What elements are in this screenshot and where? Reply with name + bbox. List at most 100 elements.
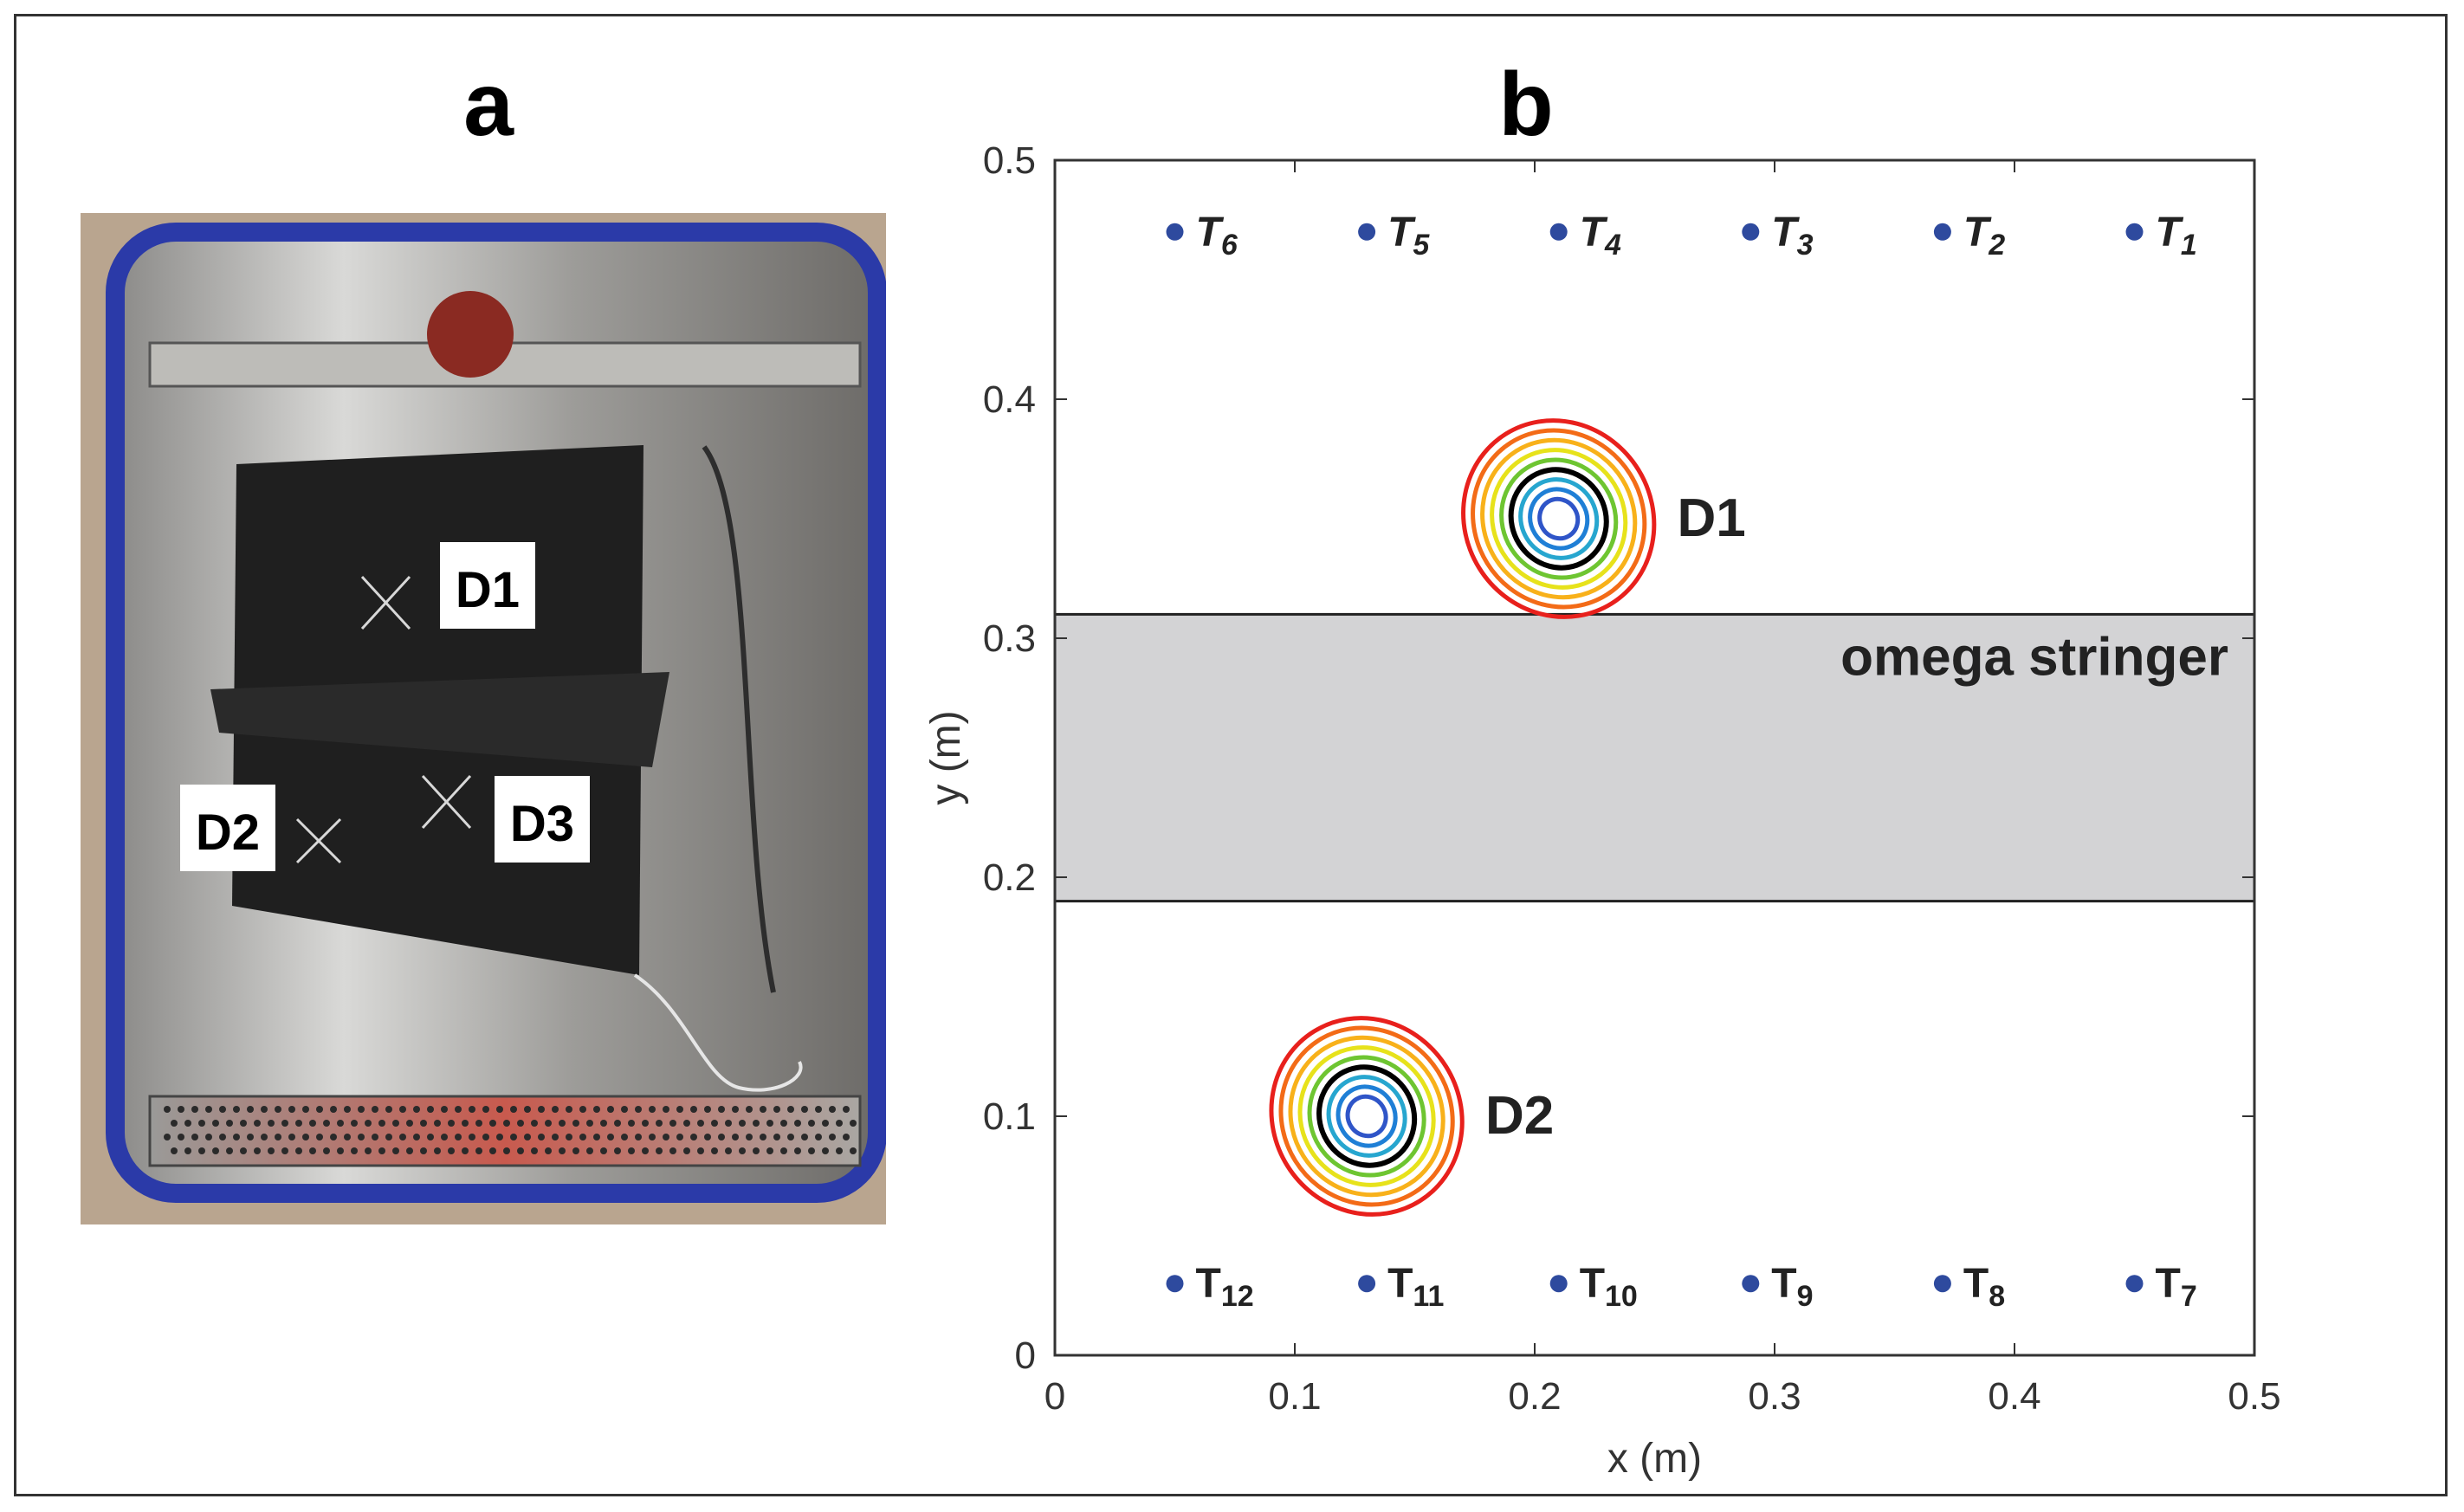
x-tick-label: 0.3 (1748, 1375, 1801, 1418)
grille-hole (766, 1120, 773, 1127)
photo-label-d2: D2 (180, 785, 275, 871)
grille-hole (198, 1147, 205, 1154)
sensor-point (1742, 1275, 1760, 1293)
sensor-label: T9 (1771, 1261, 1813, 1313)
grille-hole (773, 1106, 780, 1113)
grille-hole (559, 1147, 566, 1154)
grille-hole (572, 1120, 579, 1127)
grille-hole (482, 1106, 489, 1113)
grille-hole (503, 1120, 510, 1127)
grille-hole (607, 1134, 614, 1140)
grille-hole (850, 1147, 857, 1154)
y-axis-label: y (m) (923, 710, 969, 804)
sensor-point (1358, 1275, 1376, 1293)
grille-hole (309, 1147, 316, 1154)
grille-hole (635, 1134, 642, 1140)
grille-hole (302, 1134, 309, 1140)
grille-hole (406, 1120, 413, 1127)
grille-hole (489, 1120, 496, 1127)
sensor-label: T5 (1387, 210, 1430, 262)
grille-hole (579, 1106, 586, 1113)
grille-hole (683, 1120, 690, 1127)
grille-hole (711, 1120, 718, 1127)
grille-hole (420, 1147, 427, 1154)
grille-hole (676, 1134, 683, 1140)
damage-contour (1547, 507, 1571, 531)
y-tick-label: 0.1 (983, 1095, 1036, 1138)
grille-hole (676, 1106, 683, 1113)
grille-hole (704, 1134, 711, 1140)
grille-hole (164, 1134, 171, 1140)
grille-hole (191, 1134, 198, 1140)
grille-hole (191, 1106, 198, 1113)
chamber-photo: D1 D2 D3 (81, 213, 887, 1224)
grille-hole (337, 1120, 344, 1127)
grille-hole (469, 1134, 475, 1140)
x-tick-label: 0.1 (1268, 1375, 1321, 1418)
grille-hole (711, 1147, 718, 1154)
grille-hole (683, 1147, 690, 1154)
sensor-point (1742, 223, 1760, 241)
grille-hole (226, 1120, 233, 1127)
damage-contour (1278, 1025, 1455, 1207)
grille-hole (482, 1134, 489, 1140)
grille-hole (663, 1134, 669, 1140)
grille-hole (586, 1120, 593, 1127)
grille-hole (614, 1147, 621, 1154)
damage-contour (1518, 477, 1600, 560)
grille-hole (621, 1106, 628, 1113)
grille-hole (413, 1106, 420, 1113)
damage-contour (1528, 487, 1590, 551)
grille-hole (275, 1106, 281, 1113)
grille-hole (475, 1120, 482, 1127)
grille-hole (219, 1106, 226, 1113)
grille-hole (351, 1120, 358, 1127)
grille-hole (399, 1134, 406, 1140)
grille-hole (566, 1134, 572, 1140)
grille-hole (732, 1134, 739, 1140)
grille-hole (843, 1134, 850, 1140)
grille-hole (739, 1147, 746, 1154)
photo-label-d3: D3 (495, 776, 590, 863)
sensor-label: T10 (1580, 1261, 1638, 1313)
grille-hole (441, 1106, 448, 1113)
grille-hole (385, 1134, 392, 1140)
grille-hole (524, 1106, 531, 1113)
grille-hole (268, 1147, 275, 1154)
grille-hole (489, 1147, 496, 1154)
damage-contour (1490, 448, 1628, 590)
sensor-label: T11 (1387, 1261, 1444, 1313)
grille-hole (780, 1120, 787, 1127)
grille-hole (628, 1147, 635, 1154)
sensor-label: T2 (1963, 210, 2005, 262)
grille-hole (642, 1147, 649, 1154)
sensor-point (2125, 1275, 2144, 1293)
damage-contour (1335, 1084, 1398, 1148)
grille-hole (254, 1147, 261, 1154)
grille-hole (829, 1106, 836, 1113)
grille-hole (392, 1120, 399, 1127)
sensor-point (1166, 223, 1184, 241)
sensor-label: T7 (2156, 1261, 2197, 1313)
grille-hole (198, 1120, 205, 1127)
grille-hole (261, 1106, 268, 1113)
y-tick-label: 0.3 (983, 617, 1036, 660)
grille-hole (233, 1134, 240, 1140)
grille-hole (517, 1147, 524, 1154)
grille-hole (226, 1147, 233, 1154)
grille-hole (579, 1134, 586, 1140)
grille-hole (337, 1147, 344, 1154)
grille-hole (316, 1106, 323, 1113)
grille-hole (718, 1106, 725, 1113)
grille-hole (233, 1106, 240, 1113)
grille-hole (607, 1106, 614, 1113)
grille-hole (753, 1120, 760, 1127)
grille-hole (469, 1106, 475, 1113)
grille-hole (773, 1134, 780, 1140)
grille-hole (378, 1120, 385, 1127)
grille-hole (572, 1147, 579, 1154)
stringer-label: omega stringer (1840, 627, 2228, 687)
grille-hole (760, 1106, 766, 1113)
